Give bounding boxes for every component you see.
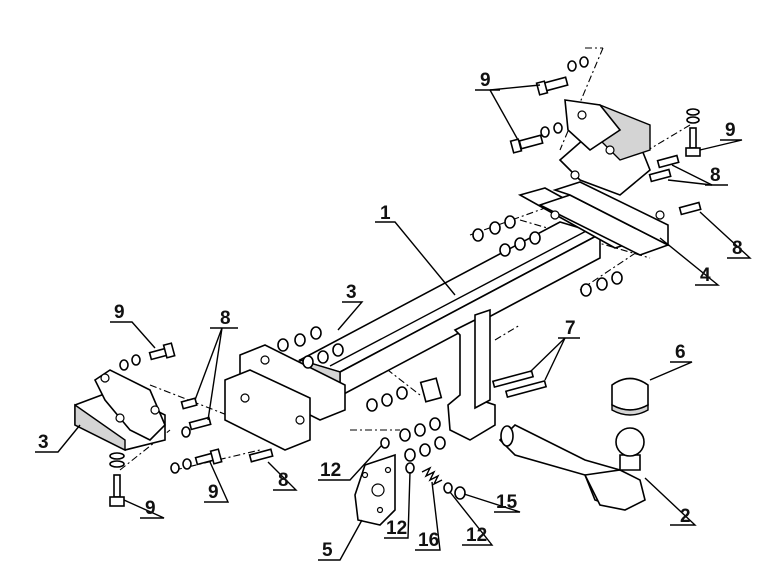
part-label-15: 15 [496,492,518,513]
part-label-8-left-top: 8 [220,308,231,329]
part-label-9-left-bottom: 9 [145,498,156,519]
bolts [109,76,701,507]
part-label-16: 16 [418,530,439,551]
part-label-2: 2 [680,506,691,527]
left-mounting-bracket [74,344,346,452]
tow-bracket-center [354,308,496,526]
main-crossbar [297,221,603,398]
part-label-9-top-center: 9 [480,70,491,91]
part-label-6: 6 [675,342,686,363]
part-label-1: 1 [380,203,391,224]
part-labels: 1 2 3 3 4 5 6 7 8 8 8 8 9 9 9 9 9 12 12 … [38,70,743,561]
part-label-12-right: 12 [466,525,487,546]
leader-lines [35,84,752,561]
right-mounting-bracket [517,99,671,256]
washers-and-nuts [109,56,700,500]
part-label-12-left: 12 [320,460,341,481]
bolts-7 [491,369,548,399]
part-label-3-left: 3 [38,432,49,453]
part-label-9-left-top: 9 [114,302,125,323]
part-label-9-center-bottom: 9 [208,482,219,503]
part-label-8-right: 8 [732,238,743,259]
bolts-8 [180,154,702,463]
part-label-3-right: 3 [346,282,357,303]
part-label-12-center: 12 [386,518,407,539]
spring [421,466,443,486]
part-label-7: 7 [565,318,576,339]
tow-ball-arm [498,377,649,511]
part-label-9-top-right: 9 [725,120,736,141]
part-label-8-top-right: 8 [710,165,721,186]
part-label-4: 4 [700,265,711,286]
part-label-5: 5 [322,540,333,561]
part-label-8-left-bottom: 8 [278,470,289,491]
